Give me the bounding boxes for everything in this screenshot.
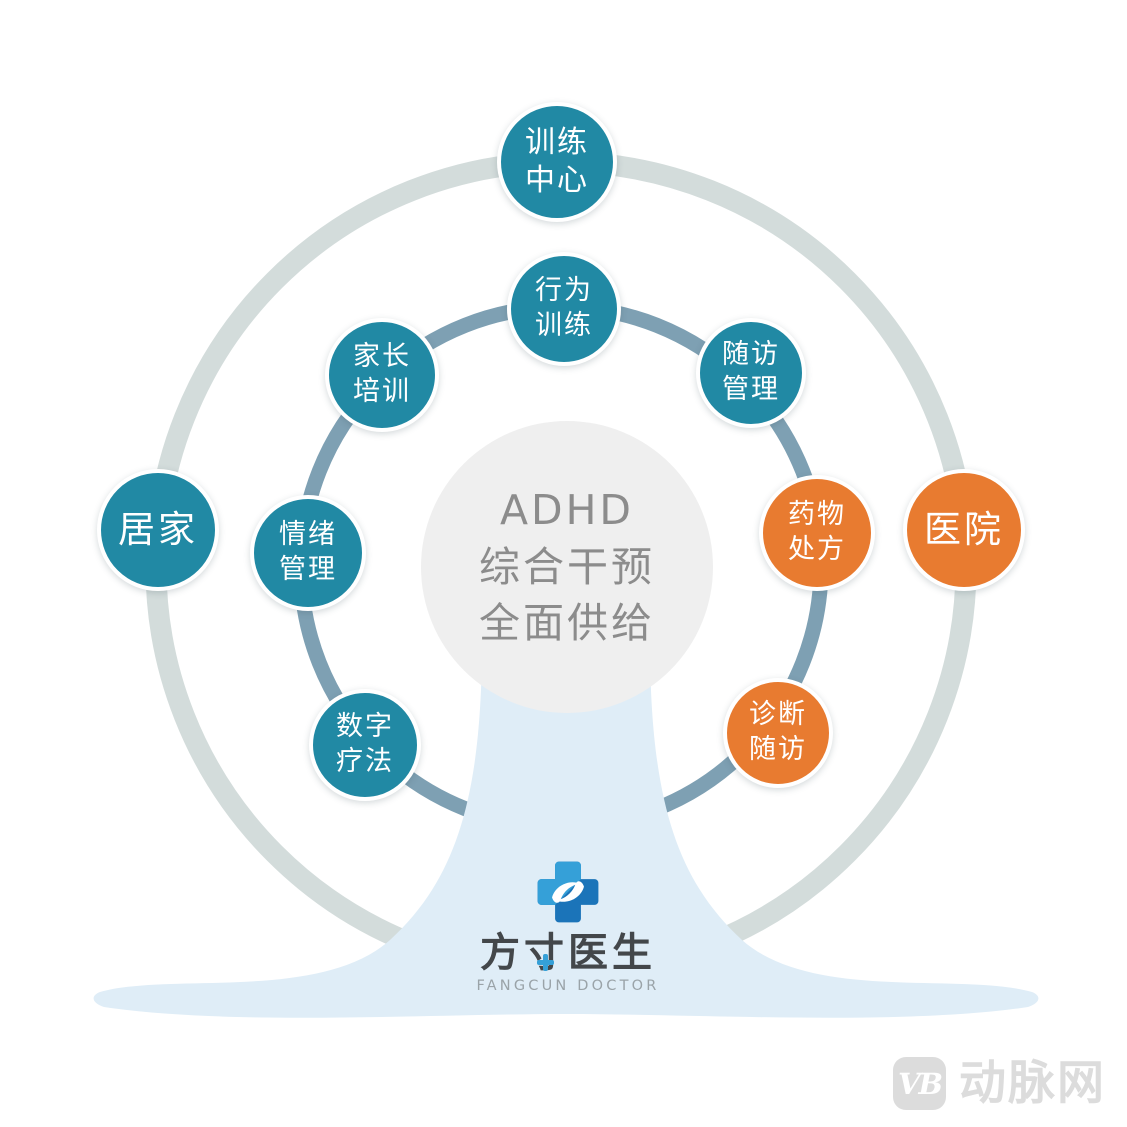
node-label-line: 诊断 (749, 699, 807, 731)
node-label-line: 培训 (353, 376, 411, 407)
hub-line-3: 全面供给 (479, 599, 655, 648)
node-label-line: 居家 (118, 508, 198, 552)
logo-name-cn: 方寸医生 (480, 930, 656, 976)
wheel-node-behavior-training: 行为 训练 (507, 252, 621, 366)
node-label-line: 训练 (525, 124, 589, 160)
node-label-line: 药物 (788, 499, 846, 531)
node-label-line: 情绪 (279, 519, 337, 551)
fangcun-doctor-logo: 方寸医生 FANGCUN DOCTOR (455, 854, 681, 994)
node-label-line: 家长 (353, 341, 411, 373)
pedestal-base (93, 640, 1039, 1018)
wheel-node-parent-training: 家长 培训 (325, 318, 439, 432)
hand-swoosh-right (555, 881, 584, 902)
node-label-line: 中心 (525, 163, 589, 198)
node-label-line: 数字 (336, 711, 394, 743)
wheel-node-drug-prescription: 药物 处方 (759, 475, 875, 591)
wheel-node-diagnosis-followup: 诊断 随访 (723, 678, 833, 788)
node-label-line: 随访 (722, 339, 780, 371)
hub-line-2: 综合干预 (479, 542, 655, 591)
wheel-node-hospital: 医院 (903, 469, 1025, 591)
node-label-line: 处方 (788, 534, 846, 565)
node-label-line: 疗法 (336, 746, 394, 777)
node-label-line: 管理 (722, 374, 780, 405)
wheel-node-emotion-management: 情绪 管理 (250, 495, 366, 611)
watermark-text: 动脉网 (959, 1056, 1106, 1111)
wheel-node-followup-management: 随访 管理 (696, 318, 806, 428)
hub-line-1: ADHD (499, 486, 635, 535)
node-label-line: 行为 (535, 275, 593, 307)
vb-badge-icon: VB (893, 1057, 946, 1110)
center-hub-circle: ADHD 综合干预 全面供给 (421, 421, 713, 713)
logo-name-en: FANGCUN DOCTOR (476, 978, 660, 994)
node-label-line: 随访 (749, 734, 807, 765)
node-label-line: 管理 (279, 554, 337, 585)
hand-swoosh-left (552, 882, 581, 903)
vcbeat-watermark: VB 动脉网 (893, 1057, 1106, 1110)
wheel-node-digital-therapy: 数字 疗法 (309, 689, 421, 801)
wheel-node-home: 居家 (97, 469, 219, 591)
node-label-line: 训练 (535, 310, 593, 341)
node-label-line: 医院 (924, 508, 1004, 552)
medical-cross-hands-icon (537, 861, 599, 923)
wheel-node-training-center: 训练 中心 (497, 102, 617, 222)
